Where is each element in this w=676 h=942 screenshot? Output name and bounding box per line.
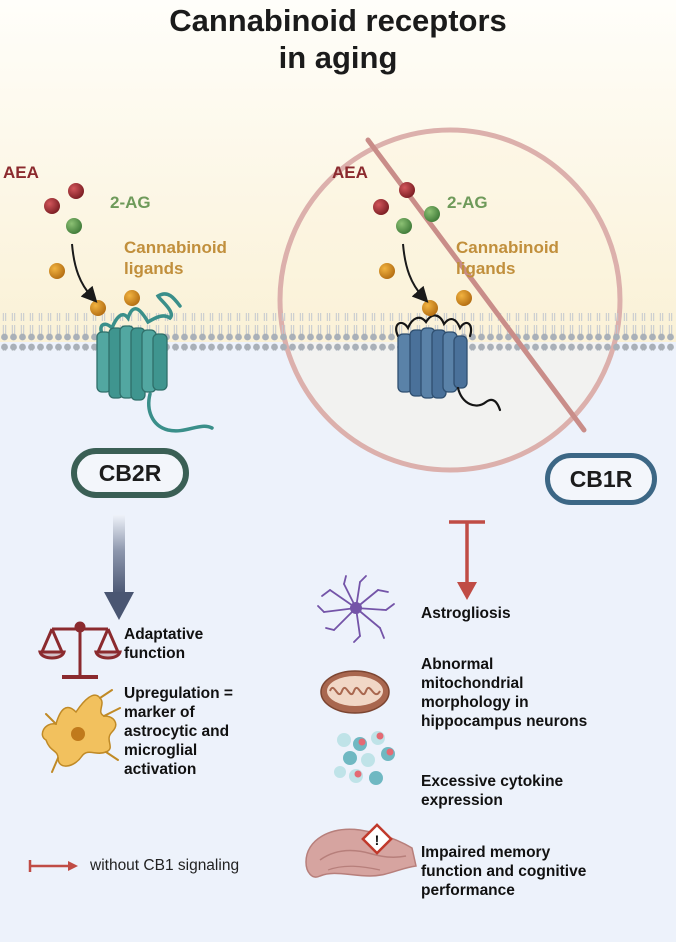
effect-line: astrocytic and bbox=[124, 723, 230, 740]
effect-line: function bbox=[124, 645, 186, 662]
activation-arrow-icon bbox=[104, 515, 134, 620]
two-ag-molecule bbox=[396, 218, 412, 234]
effect-line: Excessive cytokine bbox=[421, 773, 564, 790]
ligand-molecule bbox=[90, 300, 106, 316]
svg-text:!: ! bbox=[375, 832, 380, 848]
cb2-receptor-icon bbox=[96, 292, 214, 433]
two-ag-label: 2-AG bbox=[110, 193, 151, 212]
binding-arrow bbox=[402, 243, 429, 303]
cb1-receptor-icon bbox=[395, 314, 502, 412]
ligand-molecule bbox=[124, 290, 140, 306]
ligand-molecule bbox=[456, 290, 472, 306]
aea-label: AEA bbox=[332, 163, 368, 182]
ligand-molecule bbox=[379, 263, 395, 279]
title-line: in aging bbox=[278, 40, 398, 75]
effect-adaptative-function: Adaptative function bbox=[124, 625, 203, 663]
cannabinoid-ligands-label: Cannabinoid ligands bbox=[456, 237, 559, 279]
legend-label: without CB1 signaling bbox=[90, 857, 240, 874]
hippocampus-warning-icon: ! bbox=[305, 823, 417, 878]
effect-line: function and cognitive bbox=[421, 863, 587, 880]
effect-line: activation bbox=[124, 761, 197, 778]
effect-line: Impaired memory bbox=[421, 844, 551, 861]
effect-line: Adaptative bbox=[124, 626, 204, 643]
aea-label: AEA bbox=[3, 163, 39, 182]
aea-molecule bbox=[399, 182, 415, 198]
inhibition-arrow-icon bbox=[449, 520, 485, 600]
label-line: Cannabinoid bbox=[124, 238, 227, 257]
effect-astrogliosis: Astrogliosis bbox=[421, 604, 511, 623]
effect-line: Upregulation = bbox=[124, 685, 233, 702]
effect-line: performance bbox=[421, 882, 515, 899]
effect-line: microglial bbox=[124, 742, 198, 759]
title-line: Cannabinoid receptors bbox=[169, 3, 507, 38]
binding-arrow bbox=[71, 243, 98, 303]
two-ag-molecule bbox=[424, 206, 440, 222]
label-line: Cannabinoid bbox=[456, 238, 559, 257]
mitochondrion-icon bbox=[320, 670, 390, 714]
aea-molecule bbox=[44, 198, 60, 214]
effect-line: morphology in bbox=[421, 694, 529, 711]
effect-line: hippocampus neurons bbox=[421, 713, 588, 730]
cytokine-cluster-icon bbox=[334, 731, 395, 785]
cannabinoid-ligands-label: Cannabinoid ligands bbox=[124, 237, 227, 279]
cb2r-label: CB2R bbox=[71, 448, 189, 498]
effect-impaired-memory: Impaired memory function and cognitive p… bbox=[421, 843, 586, 900]
effect-line: mitochondrial bbox=[421, 675, 524, 692]
effect-upregulation-marker: Upregulation = marker of astrocytic and … bbox=[124, 684, 233, 779]
label-line: ligands bbox=[456, 259, 516, 278]
effect-line: Abnormal bbox=[421, 656, 494, 673]
label-line: ligands bbox=[124, 259, 184, 278]
page-title: Cannabinoid receptors in aging bbox=[0, 2, 676, 76]
effect-cytokine-expression: Excessive cytokine expression bbox=[421, 772, 563, 810]
prohibition-circle bbox=[277, 127, 623, 473]
astrocyte-cell-icon bbox=[41, 689, 121, 773]
astrocyte-star-icon bbox=[317, 575, 395, 643]
effect-line: marker of bbox=[124, 704, 195, 721]
two-ag-molecule bbox=[66, 218, 82, 234]
inhibition-arrow-icon bbox=[28, 860, 78, 872]
effect-abnormal-mitochondria: Abnormal mitochondrial morphology in hip… bbox=[421, 655, 587, 731]
aea-molecule bbox=[68, 183, 84, 199]
cb1r-label: CB1R bbox=[545, 453, 657, 505]
aea-molecule bbox=[373, 199, 389, 215]
two-ag-label: 2-AG bbox=[447, 193, 488, 212]
balance-scale-icon bbox=[38, 621, 122, 679]
effect-line: expression bbox=[421, 792, 503, 809]
ligand-molecule bbox=[49, 263, 65, 279]
effect-line: Astrogliosis bbox=[421, 605, 511, 622]
ligand-molecule bbox=[422, 300, 438, 316]
